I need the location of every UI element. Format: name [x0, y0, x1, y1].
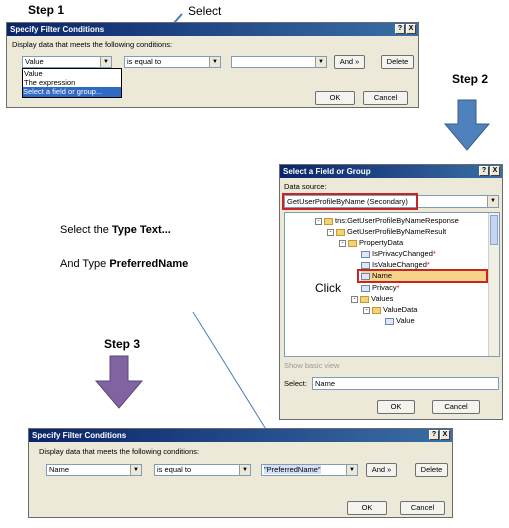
- chevron-down-icon: ▼: [239, 465, 250, 475]
- field-icon: [361, 250, 370, 258]
- collapse-icon[interactable]: -: [327, 228, 334, 236]
- close-button[interactable]: X: [406, 24, 416, 34]
- click-annotation: Click: [315, 281, 341, 295]
- tree-node-value[interactable]: Value: [385, 316, 415, 326]
- dialog1-caption: Display data that meets the following co…: [12, 40, 173, 49]
- close-button[interactable]: X: [440, 430, 450, 440]
- field-dropdown-list: Value The expression Select a field or g…: [22, 68, 122, 98]
- folder-icon: [372, 306, 381, 314]
- field-combo[interactable]: Value ▼: [22, 56, 112, 68]
- delete-button[interactable]: Delete: [381, 55, 414, 69]
- tree-node-values[interactable]: -Values: [351, 294, 393, 304]
- filter-dialog-step3: Specify Filter Conditions ? X Display da…: [28, 428, 453, 518]
- tree-node-name[interactable]: Name: [361, 271, 486, 281]
- and-button[interactable]: And »: [366, 463, 397, 477]
- instruction-line2: And Type PreferredName: [60, 258, 189, 270]
- field-icon: [385, 317, 394, 325]
- chevron-down-icon: ▼: [315, 57, 326, 67]
- scrollbar-thumb[interactable]: [490, 215, 498, 245]
- operator-combo[interactable]: is equal to ▼: [124, 56, 221, 68]
- dropdown-item-select-field[interactable]: Select a field or group...: [23, 87, 121, 97]
- step1-label: Step 1: [28, 3, 65, 17]
- dialog2-titlebar: Select a Field or Group: [280, 165, 502, 178]
- tree-node-isprivacychanged[interactable]: IsPrivacyChanged*: [361, 249, 436, 259]
- name-highlight-box: [357, 269, 488, 283]
- cancel-button[interactable]: Cancel: [400, 501, 445, 515]
- help-button[interactable]: ?: [429, 430, 439, 440]
- field-tree[interactable]: -tns:GetUserProfileByNameResponse -GetUs…: [284, 212, 500, 357]
- select-label: Select:: [284, 379, 307, 388]
- ok-button[interactable]: OK: [347, 501, 387, 515]
- filter-dialog-step1: Specify Filter Conditions ? X Display da…: [6, 22, 419, 108]
- ok-button[interactable]: OK: [315, 91, 355, 105]
- datasource-label: Data source:: [284, 182, 327, 191]
- instruction-line1: Select the Type Text...: [60, 224, 171, 236]
- datasource-highlight-box: [282, 193, 418, 210]
- folder-icon: [360, 295, 369, 303]
- folder-icon: [336, 228, 345, 236]
- step3-down-arrow: [94, 355, 144, 409]
- dialog3-caption: Display data that meets the following co…: [39, 447, 200, 456]
- collapse-icon[interactable]: -: [363, 306, 370, 314]
- close-button[interactable]: X: [490, 166, 500, 176]
- help-button[interactable]: ?: [395, 24, 405, 34]
- tree-node-result[interactable]: -GetUserProfileByNameResult: [327, 227, 446, 237]
- dialog1-titlebar: Specify Filter Conditions: [7, 23, 418, 36]
- delete-button[interactable]: Delete: [415, 463, 448, 477]
- tree-node-valuedata[interactable]: -ValueData: [363, 305, 417, 315]
- collapse-icon[interactable]: -: [351, 295, 358, 303]
- chevron-down-icon: ▼: [346, 465, 357, 475]
- field-combo[interactable]: Name ▼: [46, 464, 142, 476]
- and-button[interactable]: And »: [334, 55, 365, 69]
- chevron-down-icon: ▼: [100, 57, 111, 67]
- select-field-dialog: Select a Field or Group ? X Data source:…: [279, 164, 503, 420]
- help-button[interactable]: ?: [479, 166, 489, 176]
- tree-scrollbar[interactable]: [488, 213, 499, 356]
- tree-node-isvaluechanged[interactable]: IsValueChanged*: [361, 260, 430, 270]
- step3-label: Step 3: [104, 337, 141, 351]
- tree-node-response[interactable]: -tns:GetUserProfileByNameResponse: [315, 216, 459, 226]
- ok-button[interactable]: OK: [377, 400, 415, 414]
- folder-icon: [348, 239, 357, 247]
- field-icon: [361, 272, 370, 280]
- step2-label: Step 2: [452, 72, 489, 86]
- show-basic-view-link[interactable]: Show basic view: [284, 361, 340, 370]
- chevron-down-icon: ▼: [130, 465, 141, 475]
- value-combo[interactable]: ▼: [231, 56, 327, 68]
- select-field-input[interactable]: Name: [312, 377, 499, 390]
- chevron-down-icon: ▼: [209, 57, 220, 67]
- dropdown-item-value[interactable]: Value: [24, 69, 43, 78]
- select-annotation: Select: [188, 4, 222, 18]
- tree-node-privacy[interactable]: Privacy*: [361, 283, 400, 293]
- field-icon: [361, 284, 370, 292]
- field-icon: [361, 261, 370, 269]
- step2-down-arrow: [443, 99, 491, 151]
- dialog3-titlebar: Specify Filter Conditions: [29, 429, 452, 442]
- dropdown-item-expression[interactable]: The expression: [24, 78, 76, 87]
- collapse-icon[interactable]: -: [315, 217, 322, 225]
- collapse-icon[interactable]: -: [339, 239, 346, 247]
- cancel-button[interactable]: Cancel: [363, 91, 408, 105]
- folder-icon: [324, 217, 333, 225]
- datasource-combo[interactable]: GetUserProfileByName (Secondary) ▼: [284, 195, 499, 208]
- value-combo[interactable]: "PreferredName" ▼: [261, 464, 358, 476]
- chevron-down-icon: ▼: [487, 196, 498, 207]
- operator-combo[interactable]: is equal to ▼: [154, 464, 251, 476]
- tree-node-propertydata[interactable]: -PropertyData: [339, 238, 403, 248]
- cancel-button[interactable]: Cancel: [432, 400, 480, 414]
